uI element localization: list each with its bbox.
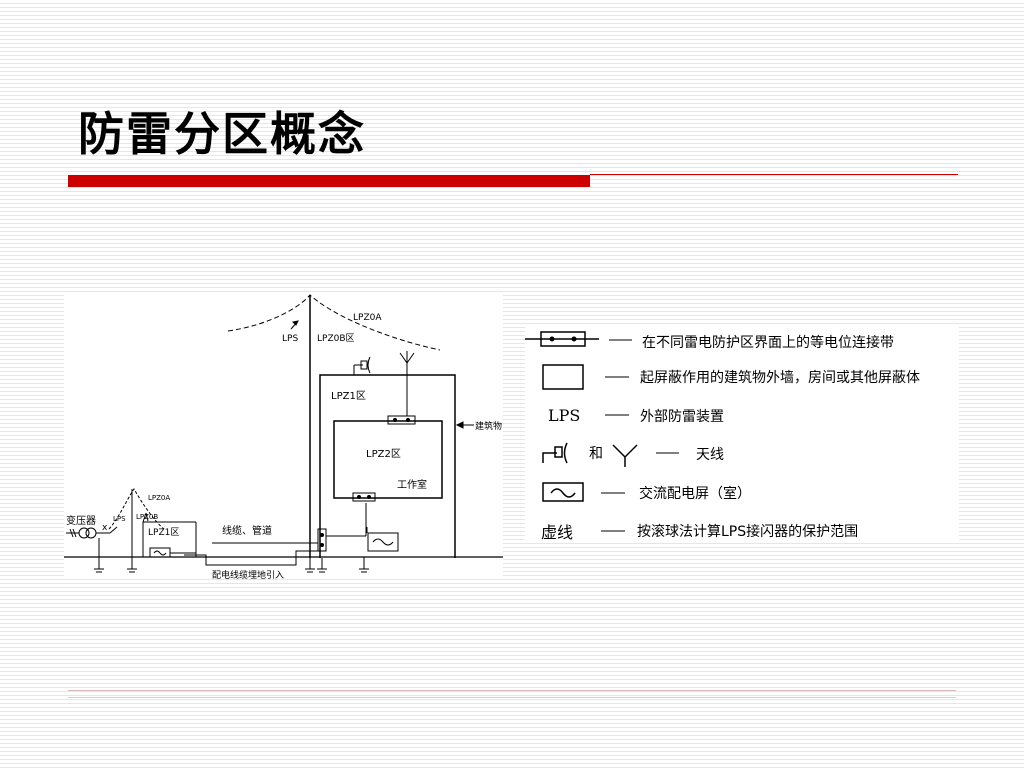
label-power-cable: 配电线缆埋地引入 xyxy=(212,569,284,579)
diagram-svg: LPZ0A LPS LPZ0B区 LPZ1区 LPZ2区 工作室 建筑物 线缆、… xyxy=(64,294,503,581)
lightning-zone-diagram: LPZ0A LPS LPZ0B区 LPZ1区 LPZ2区 工作室 建筑物 线缆、… xyxy=(64,293,503,581)
antenna-right-top xyxy=(399,351,415,364)
legend-item-lps-desc: 外部防雷装置 xyxy=(640,409,724,425)
page-title: 防雷分区概念 xyxy=(78,107,366,161)
ac-panel xyxy=(367,532,399,552)
legend-shield-box-icon xyxy=(542,364,584,390)
legend-panel: 在不同雷电防护区界面上的等电位连接带 起屏蔽作用的建筑物外墙，房间或其他屏蔽体 … xyxy=(525,327,959,542)
label-lpz0a-main: LPZ0A xyxy=(353,313,382,323)
legend-item-bond-desc: 在不同雷电防护区界面上的等电位连接带 xyxy=(642,334,894,351)
legend-item-antenna-desc: 天线 xyxy=(696,447,724,463)
title-underline-bar xyxy=(68,175,590,187)
switch xyxy=(109,526,118,534)
label-lpz2: LPZ2区 xyxy=(366,448,401,460)
lps-arrow-head xyxy=(291,320,299,326)
small-lps-arrow xyxy=(142,512,149,523)
footer-divider-2 xyxy=(68,697,956,698)
footer-divider-1 xyxy=(68,690,956,691)
legend-item-dashed-symbol: 虚线 xyxy=(541,523,573,541)
label-switch-x: x xyxy=(102,523,108,533)
label-lps-small: LPS xyxy=(113,515,126,523)
label-lpz0a-small: LPZ0A xyxy=(148,494,170,502)
small-protection-arc xyxy=(108,488,165,530)
label-work-room: 工作室 xyxy=(397,478,427,491)
legend-bond-bar-icon xyxy=(540,331,586,347)
label-lps-main: LPS xyxy=(282,334,298,344)
legend-ac-panel-icon xyxy=(542,482,584,502)
label-transformer: 变压器 xyxy=(66,514,96,527)
label-lpz1-main: LPZ1区 xyxy=(331,390,366,402)
transformer-coil-2 xyxy=(85,527,97,539)
ground-symbols xyxy=(94,557,369,573)
legend-item-ac-desc: 交流配电屏（室） xyxy=(639,485,751,502)
legend-antenna-icon-2 xyxy=(612,444,638,467)
bond-bar-top xyxy=(387,415,416,425)
label-cable-pipe: 线缆、管道 xyxy=(222,524,272,537)
building-outer-wall xyxy=(319,374,456,558)
legend-item-shield-desc: 起屏蔽作用的建筑物外墙，房间或其他屏蔽体 xyxy=(640,370,920,386)
title-underline-thin xyxy=(590,174,958,175)
legend-svg: 在不同雷电防护区界面上的等电位连接带 起屏蔽作用的建筑物外墙，房间或其他屏蔽体 … xyxy=(525,331,920,542)
label-lpz1-small: LPZ1区 xyxy=(148,527,179,538)
label-lpz0b-main: LPZ0B区 xyxy=(317,333,355,344)
antenna-left-box xyxy=(360,360,368,370)
legend-item-and: 和 xyxy=(589,446,603,462)
label-building: 建筑物 xyxy=(475,420,502,432)
legend-item-lps-symbol: LPS xyxy=(548,406,580,425)
bond-bar-vertical xyxy=(317,528,327,552)
ac-wave xyxy=(372,538,394,546)
legend-antenna-icon-1 xyxy=(542,452,557,463)
main-protection-arc xyxy=(227,294,441,351)
power-cable xyxy=(184,550,318,566)
legend-item-dashed-desc: 按滚球法计算LPS接闪器的保护范围 xyxy=(637,523,858,540)
antenna-left-dish xyxy=(367,356,371,374)
building-arrow-head xyxy=(455,421,464,429)
label-lpz0b-small: LPZ0B xyxy=(136,513,158,521)
bond-bar-bottom xyxy=(352,492,376,502)
